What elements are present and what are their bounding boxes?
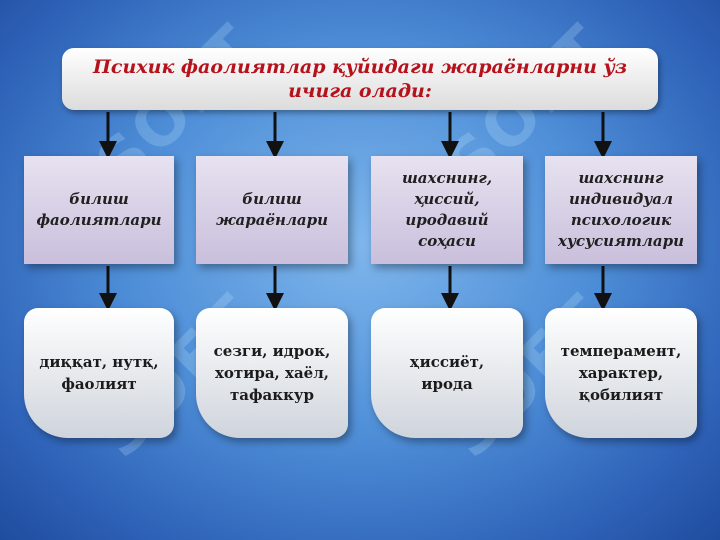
detail-box-individual-traits: темперамент, характер, қобилият <box>545 308 697 438</box>
category-label: шахснинг, ҳиссий, иродавий соҳаси <box>401 169 493 250</box>
category-box-cognitive-activities: билиш фаолиятлари <box>24 156 174 264</box>
detail-box-cognitive-activities: диққат, нутқ, фаолият <box>24 308 174 438</box>
detail-label: темперамент, характер, қобилият <box>560 342 682 404</box>
category-box-emotional-volitional: шахснинг, ҳиссий, иродавий соҳаси <box>371 156 523 264</box>
diagram-title: Психик фаолиятлар қуйидаги жараёнларни ў… <box>92 56 628 102</box>
diagram-title-box: Психик фаолиятлар қуйидаги жараёнларни ў… <box>62 48 658 110</box>
category-label: шахснинг индивидуал психологик хусусиятл… <box>558 169 684 250</box>
detail-box-emotional-volitional: ҳиссиёт, ирода <box>371 308 523 438</box>
category-label: билиш жараёнлари <box>215 190 329 229</box>
category-box-individual-traits: шахснинг индивидуал психологик хусусиятл… <box>545 156 697 264</box>
category-box-cognitive-processes: билиш жараёнлари <box>196 156 348 264</box>
detail-box-cognitive-processes: сезги, идрок, хотира, хаёл, тафаккур <box>196 308 348 438</box>
category-label: билиш фаолиятлари <box>36 190 162 229</box>
detail-label: сезги, идрок, хотира, хаёл, тафаккур <box>213 342 331 404</box>
detail-label: ҳиссиёт, ирода <box>409 353 485 393</box>
detail-label: диққат, нутқ, фаолият <box>39 353 159 393</box>
